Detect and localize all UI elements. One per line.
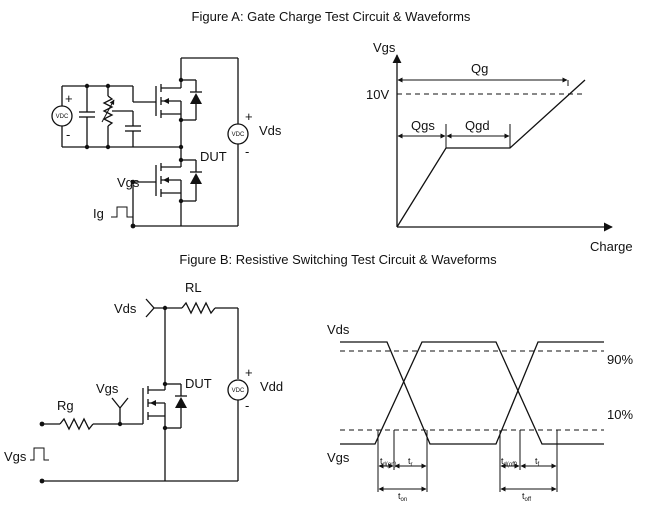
- vgs-pulse-label: Vgs: [4, 449, 27, 464]
- rl-label: RL: [185, 280, 202, 295]
- capacitor-right: [112, 110, 141, 147]
- vgs-label: Vgs: [117, 175, 140, 190]
- svg-text:VDC: VDC: [232, 388, 245, 394]
- ig-pulse-icon: [111, 206, 133, 218]
- gate-resistor: [59, 417, 94, 431]
- plus-sign-right: +: [245, 109, 253, 124]
- svg-text:VDC: VDC: [56, 114, 69, 120]
- vgs-charge-curve: [396, 79, 586, 228]
- vds-waveform: [340, 341, 604, 445]
- vgs-pulse-icon: [30, 447, 49, 461]
- toff-label: toff: [522, 491, 531, 503]
- td-off-label: td(off): [501, 456, 517, 468]
- charge-axis-label: Charge: [590, 239, 633, 254]
- qg-label: Qg: [471, 61, 488, 76]
- vdc-source-left: VDC: [51, 86, 73, 147]
- dut-label-b: DUT: [185, 376, 212, 391]
- vgs-axis-label: Vgs: [373, 40, 396, 55]
- dut-label: DUT: [200, 149, 227, 164]
- mosfet-upper: [155, 76, 202, 156]
- mosfet-dut: [155, 156, 202, 226]
- vdc-source-b: VDC: [227, 379, 249, 401]
- ton-label: ton: [398, 491, 407, 503]
- qgs-label: Qgs: [411, 118, 435, 133]
- switching-waveform: Vds Vgs 90% 10% td(on) tr ton td(off) tf…: [327, 322, 633, 503]
- ten-volt-label: 10V: [366, 87, 389, 102]
- vgs-probe-arrow: [111, 397, 129, 410]
- resistive-switching-circuit: Vds RL VDC + - Vdd DUT: [4, 280, 283, 484]
- figure-a-title: Figure A: Gate Charge Test Circuit & Wav…: [192, 9, 471, 24]
- mosfet-dut-b: [142, 380, 187, 481]
- vgs-wave-label: Vgs: [327, 450, 350, 465]
- svg-text:VDC: VDC: [232, 132, 245, 138]
- pct90-label: 90%: [607, 352, 633, 367]
- potentiometer: [101, 86, 115, 147]
- plus-sign-b: +: [245, 365, 253, 380]
- plus-sign-left: +: [65, 91, 73, 106]
- pct10-label: 10%: [607, 407, 633, 422]
- vgs-waveform: [340, 341, 604, 445]
- qgd-label: Qgd: [465, 118, 490, 133]
- vds-wave-label: Vds: [327, 322, 350, 337]
- figure-b-title: Figure B: Resistive Switching Test Circu…: [179, 252, 497, 267]
- load-resistor: [181, 301, 216, 315]
- td-on-label: td(on): [380, 456, 397, 468]
- gate-charge-circuit: VDC + -: [51, 57, 282, 229]
- vds-input-label: Vds: [114, 301, 137, 316]
- vdd-label: Vdd: [260, 379, 283, 394]
- rg-label: Rg: [57, 398, 74, 413]
- minus-sign-left: -: [66, 127, 70, 142]
- gate-charge-waveform: Vgs Charge 10V Qg Qgs Qgd: [366, 40, 633, 254]
- vgs-probe-label: Vgs: [96, 381, 119, 396]
- minus-sign-b: -: [245, 398, 249, 413]
- vdc-source-right: VDC: [227, 123, 249, 145]
- vds-input-arrow: [145, 298, 155, 318]
- tr-label: tr: [408, 456, 413, 468]
- minus-sign-right: -: [245, 144, 249, 159]
- capacitor-left: [79, 86, 95, 147]
- vds-label: Vds: [259, 123, 282, 138]
- tf-label: tf: [535, 456, 540, 468]
- ig-label: Ig: [93, 206, 104, 221]
